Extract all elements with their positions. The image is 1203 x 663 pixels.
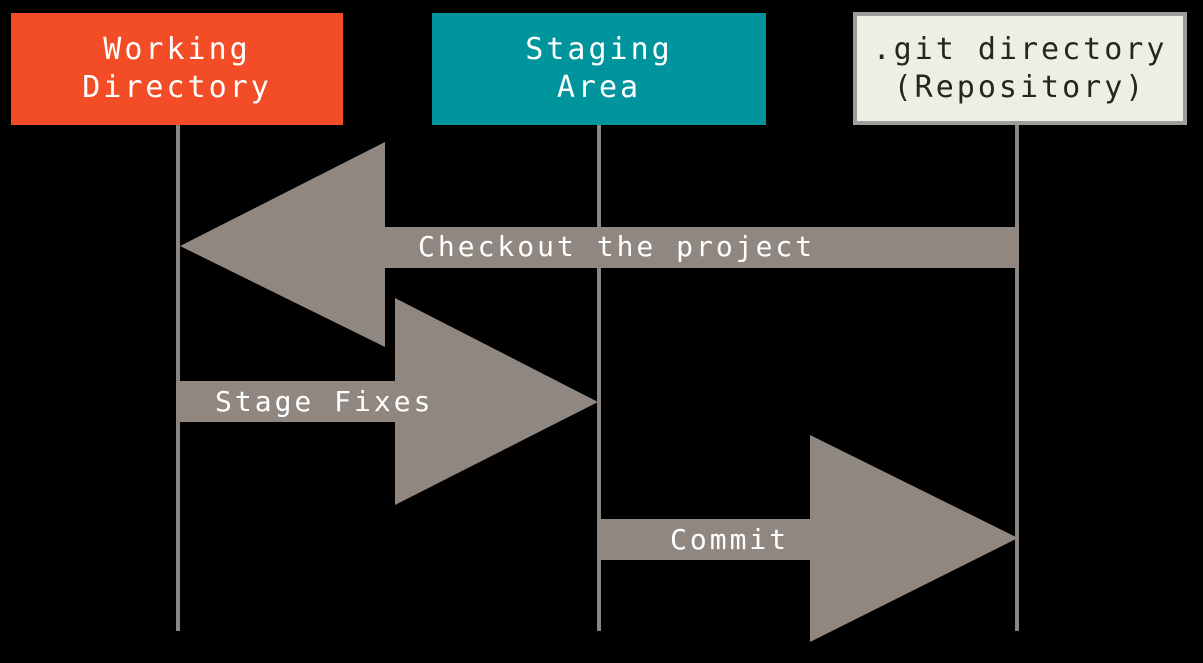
checkout-arrow-label: Checkout the project [418,230,816,263]
stage-fixes-arrow-right-icon [177,298,598,505]
commit-arrow-label: Commit [670,523,790,556]
stage-fixes-arrow-label: Stage Fixes [215,385,434,418]
box-staging-area: Staging Area [432,13,766,125]
box-working-directory-line1: Working [103,32,251,67]
box-git-directory-line2: (Repository) [893,69,1147,105]
lifeline-working-directory [176,125,180,631]
box-staging-area-line1: Staging [525,32,673,67]
lifeline-staging-area [597,125,601,631]
box-staging-area-line2: Area [556,70,642,105]
box-working-directory-line2: Directory [82,70,272,105]
box-working-directory: Working Directory [11,13,343,125]
checkout-arrow-left-icon [180,142,1019,347]
lifeline-git-directory [1015,125,1019,631]
commit-arrow-right-icon [598,435,1018,642]
box-git-directory: .git directory (Repository) [853,12,1187,125]
box-git-directory-line1: .git directory [872,31,1168,67]
